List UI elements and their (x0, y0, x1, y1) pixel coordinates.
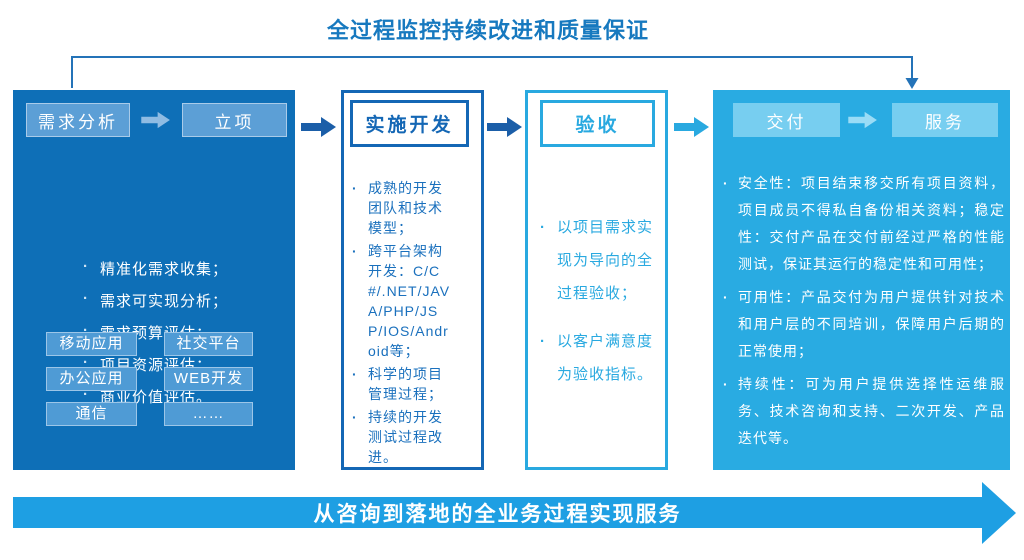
banner-label: 从咨询到落地的全业务过程实现服务 (313, 502, 682, 526)
list-item: 可用性：产品交付为用户提供针对技术和用户层的不同培训，保障用户后期的正常使用； (723, 284, 1005, 365)
list-item: 跨平台架构开发：C/C#/.NET/JAVA/PHP/JSP/IOS/Andro… (352, 241, 452, 361)
arrow-right-icon (301, 117, 336, 137)
arrow-right-icon (982, 482, 1016, 544)
stage1-tag-grid: 移动应用 社交平台 办公应用 WEB开发 通信 …… (46, 332, 253, 426)
step-delivery: 交付 (733, 103, 840, 137)
list-item: 以项目需求实现为导向的全过程验收； (540, 211, 658, 310)
stage3-bullet-list: 以项目需求实现为导向的全过程验收； 以客户满意度为验收指标。 (540, 211, 658, 406)
list-item: 需求可实现分析； (83, 290, 228, 311)
stage-acceptance-panel: 验收 以项目需求实现为导向的全过程验收； 以客户满意度为验收指标。 (525, 90, 668, 470)
tag-social-platform: 社交平台 (164, 332, 253, 356)
step-project-initiation: 立项 (182, 103, 287, 137)
step-requirements-analysis: 需求分析 (26, 103, 130, 137)
list-item: 持续的开发测试过程改进。 (352, 407, 452, 467)
tag-more: …… (164, 402, 253, 426)
stage-development-title: 实施开发 (350, 100, 469, 147)
bottom-banner: 从咨询到落地的全业务过程实现服务 (13, 497, 982, 528)
list-item: 科学的项目管理过程； (352, 364, 452, 404)
stage-acceptance-title: 验收 (540, 100, 655, 147)
list-item: 商业价值评估。 (83, 386, 228, 407)
monitoring-bracket-connector (71, 56, 919, 89)
arrow-right-icon (141, 111, 170, 129)
list-item: 安全性：项目结束移交所有项目资料，项目成员不得私自备份相关资料；稳定性：交付产品… (723, 170, 1005, 278)
page-title: 全过程监控持续改进和质量保证 (326, 18, 649, 43)
arrow-down-icon (905, 78, 919, 89)
stage-development-panel: 实施开发 成熟的开发团队和技术模型； 跨平台架构开发：C/C#/.NET/JAV… (341, 90, 484, 470)
list-item: 精准化需求收集； (83, 258, 228, 279)
arrow-right-icon (848, 111, 877, 129)
stage4-bullet-list: 安全性：项目结束移交所有项目资料，项目成员不得私自备份相关资料；稳定性：交付产品… (723, 170, 1005, 458)
stage-requirements-panel: 需求分析 立项 精准化需求收集； 需求可实现分析； 需求预算评估； 项目资源评估… (13, 90, 295, 470)
stage1-bullet-list: 精准化需求收集； 需求可实现分析； 需求预算评估； 项目资源评估； 商业价值评估… (83, 258, 228, 418)
stage-delivery-service-panel: 交付 服务 安全性：项目结束移交所有项目资料，项目成员不得私自备份相关资料；稳定… (713, 90, 1010, 470)
list-item: 持续性：可为用户提供选择性运维服务、技术咨询和支持、二次开发、产品迭代等。 (723, 371, 1005, 452)
stage2-bullet-list: 成熟的开发团队和技术模型； 跨平台架构开发：C/C#/.NET/JAVA/PHP… (352, 178, 452, 470)
list-item: 以客户满意度为验收指标。 (540, 325, 658, 391)
step-service: 服务 (892, 103, 998, 137)
tag-office-app: 办公应用 (46, 367, 137, 391)
tag-communication: 通信 (46, 402, 137, 426)
tag-mobile-app: 移动应用 (46, 332, 137, 356)
list-item: 成熟的开发团队和技术模型； (352, 178, 452, 238)
arrow-right-icon (674, 117, 709, 137)
arrow-right-icon (487, 117, 522, 137)
tag-web-dev: WEB开发 (164, 367, 253, 391)
stage1-steps: 需求分析 立项 (26, 103, 287, 137)
stage4-steps: 交付 服务 (733, 103, 998, 137)
